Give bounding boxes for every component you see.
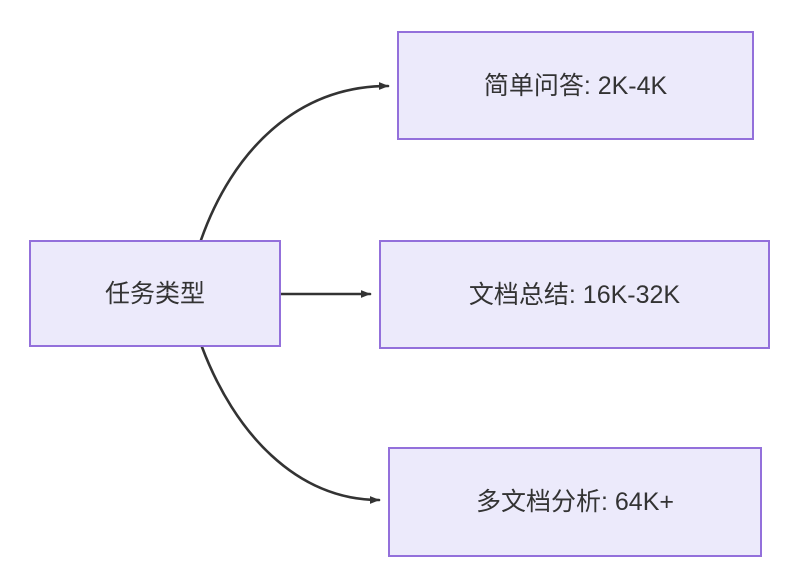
node-doc-summary[interactable]: 文档总结: 16K-32K xyxy=(379,240,770,349)
node-multi-doc[interactable]: 多文档分析: 64K+ xyxy=(388,447,762,557)
node-label: 任务类型 xyxy=(104,279,205,308)
node-task-type[interactable]: 任务类型 xyxy=(29,240,281,347)
node-label: 简单问答: 2K-4K xyxy=(483,71,668,100)
node-simple-qa[interactable]: 简单问答: 2K-4K xyxy=(397,31,754,140)
edge-source-to-simple-qa xyxy=(199,82,390,242)
edge-source-to-multi-doc xyxy=(200,345,381,504)
node-label: 文档总结: 16K-32K xyxy=(468,280,681,309)
node-label: 多文档分析: 64K+ xyxy=(476,488,674,516)
